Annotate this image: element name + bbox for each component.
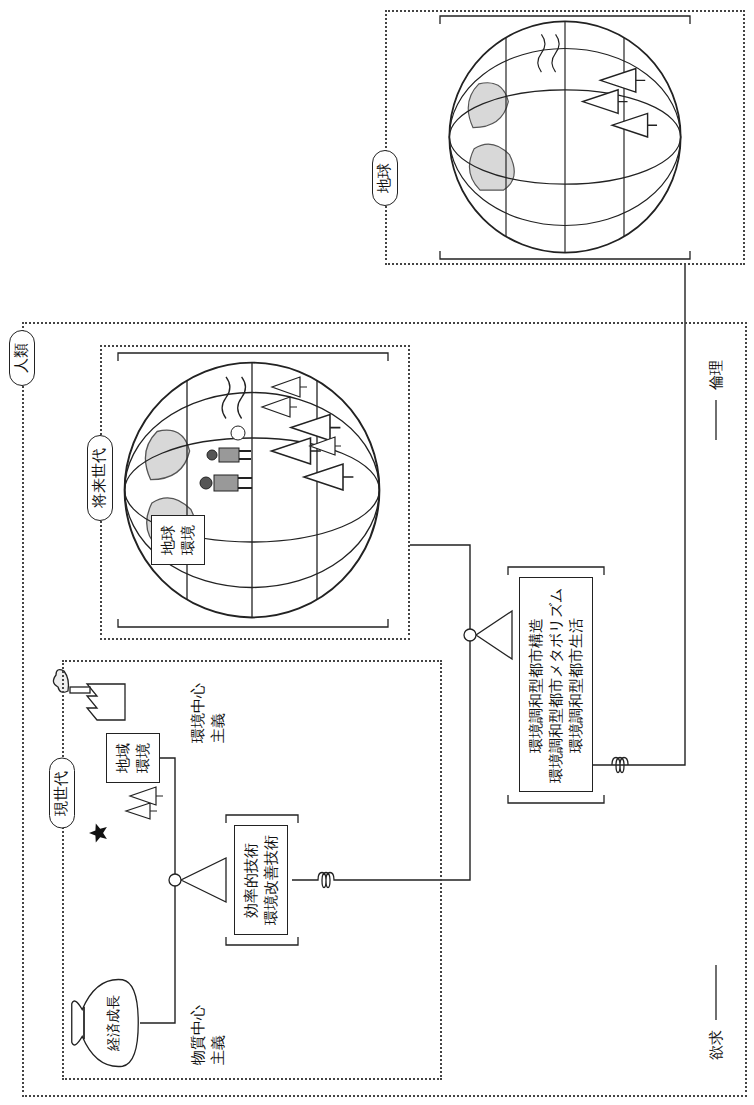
tree (262, 377, 335, 455)
earth-globe (449, 21, 680, 252)
city-box: 環境調和型都市構造環境調和型都市メタボリズム環境調和型都市生活 (519, 578, 593, 793)
legs (239, 451, 251, 459)
head (200, 477, 212, 489)
legs (238, 478, 252, 488)
box-text: 環境調和型都市メタボリズム (546, 588, 566, 783)
body (214, 475, 238, 491)
connector-line (410, 545, 470, 880)
ideology-label: 環境中心主義 (188, 683, 228, 743)
dashes (715, 400, 716, 1020)
connector-line (593, 265, 685, 765)
head (207, 450, 217, 460)
body (219, 448, 239, 462)
pivot (169, 874, 181, 886)
brackets (118, 16, 690, 945)
environment-box: 地球環境 (151, 515, 205, 565)
dash (715, 400, 716, 440)
bracket (440, 16, 690, 259)
fulcrum (181, 858, 226, 902)
smoke (53, 670, 68, 693)
box-text: 効率的技術 (241, 835, 261, 925)
environment-box: 地域環境 (106, 733, 160, 783)
frame-heading: 現世代 (49, 758, 75, 829)
box-text: 経済成長 (70, 975, 122, 1071)
bracket (226, 815, 298, 945)
earth-frame: 地球 (385, 10, 745, 265)
factory (87, 684, 125, 720)
generation-frame: 地球環境将来世代 (100, 345, 410, 640)
frame-heading: 地球 (372, 150, 398, 206)
technology-box: 効率的技術環境改善技術 (234, 825, 288, 935)
people-icon (200, 426, 252, 491)
star-icon (89, 824, 107, 843)
future-globe (125, 363, 380, 618)
bag-tie (83, 1007, 85, 1040)
value-label: 倫理 (706, 360, 726, 390)
pivot (464, 629, 476, 641)
bracket (508, 567, 604, 803)
frame-heading: 将来世代 (87, 435, 113, 521)
chimney (70, 687, 90, 693)
factory-icon (53, 670, 125, 720)
recycle-mark (231, 426, 245, 440)
value-label: 欲求 (706, 1030, 726, 1060)
box-text: 地球環境 (158, 525, 198, 555)
money-bag: 経済成長 (70, 975, 140, 1071)
dash (715, 965, 716, 1020)
group-frame: 地域環境経済成長効率的技術環境改善技術現世代地球環境将来世代環境調和型都市構造環… (22, 322, 747, 1097)
frame-heading: 人類 (9, 330, 35, 386)
fulcrum (476, 611, 512, 659)
box-text: 環境改善技術 (261, 835, 281, 925)
box-text: 環境調和型都市構造 (526, 588, 546, 783)
ideology-label: 物質中心主義 (188, 1005, 228, 1065)
spring (292, 873, 442, 888)
generation-frame: 地域環境経済成長効率的技術環境改善技術現世代 (62, 660, 442, 1080)
tree (126, 787, 156, 819)
box-text: 環境調和型都市生活 (566, 588, 586, 783)
box-text: 地域環境 (113, 743, 153, 773)
bracket (118, 353, 388, 627)
trunk (290, 387, 341, 446)
trunk (150, 796, 163, 811)
connector-line (140, 758, 175, 1023)
